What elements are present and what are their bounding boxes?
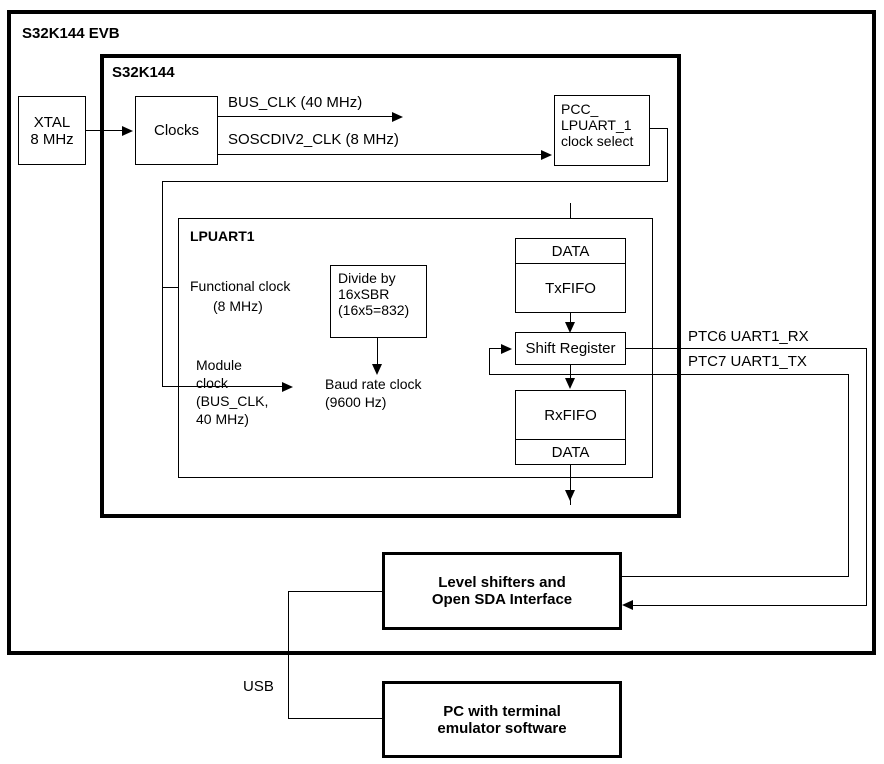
txfifo-to-shift-arrowhead <box>565 322 575 333</box>
bus-clk-label: BUS_CLK (40 MHz) <box>228 94 363 111</box>
pcc-out-vertical-line <box>667 128 668 181</box>
bus-clk-arrowhead <box>392 112 403 122</box>
pcc-to-data-vertical <box>570 203 571 231</box>
module-clock-label-line3: (BUS_CLK, <box>196 393 269 409</box>
levelshifter-to-rx-horizontal <box>622 576 849 577</box>
rx-data-out-arrowhead <box>565 490 575 501</box>
xtal-label-line2: 8 MHz <box>30 130 74 148</box>
shift-to-rxfifo-arrowhead <box>565 378 575 389</box>
shift-to-rxfifo-vertical <box>570 365 571 381</box>
divide-label-line2: 16xSBR <box>338 286 390 302</box>
s32k144-title: S32K144 <box>112 64 175 81</box>
functional-clock-label-line2: (8 MHz) <box>213 298 263 314</box>
txfifo-label: TxFIFO <box>545 279 596 297</box>
usb-label: USB <box>243 678 274 695</box>
baud-rate-clock-label-line2: (9600 Hz) <box>325 394 387 410</box>
soscdiv2-clk-label: SOSCDIV2_CLK (8 MHz) <box>228 131 399 148</box>
pcc-out-return-line <box>162 181 668 182</box>
xtal-label-line1: XTAL <box>33 113 71 131</box>
data-tx-label: DATA <box>551 242 590 260</box>
txfifo-to-shift-vertical <box>570 313 571 325</box>
rx-data-out-vertical <box>570 465 571 505</box>
data-rx-box: DATA <box>515 439 626 465</box>
xtal-to-clocks-arrowhead <box>122 126 133 136</box>
usb-bottom-horizontal <box>288 718 383 719</box>
module-clock-label-line1: Module <box>196 357 242 373</box>
rxfifo-label: RxFIFO <box>544 406 597 424</box>
divide-to-baud-arrowhead <box>372 364 382 375</box>
pcc-label-line2: LPUART_1 <box>561 117 632 133</box>
usb-vertical <box>288 591 289 718</box>
bus-clk-line <box>218 116 395 117</box>
pcc-return-down-to-functional <box>162 181 163 287</box>
divide-label-line3: (16x5=832) <box>338 302 410 318</box>
rx-feedback-into-shift <box>489 348 503 349</box>
tx-right-vertical-drop <box>866 348 867 605</box>
shift-register-label: Shift Register <box>525 340 616 357</box>
divide-to-baud-vertical <box>377 338 378 367</box>
level-shifters-box: Level shifters and Open SDA Interface <box>382 552 622 630</box>
module-clock-label-line2: clock <box>196 375 228 391</box>
divide-label-line1: Divide by <box>338 270 396 286</box>
divide-by-16xsbr-box: Divide by 16xSBR (16x5=832) <box>330 265 427 338</box>
xtal-to-clocks-line <box>86 130 124 131</box>
pcc-lpuart1-clock-select-box: PCC_ LPUART_1 clock select <box>554 95 650 166</box>
clocks-box: Clocks <box>135 96 218 165</box>
shift-register-box: Shift Register <box>515 332 626 365</box>
pc-terminal-box: PC with terminal emulator software <box>382 681 622 758</box>
soscdiv2-clk-line <box>218 154 542 155</box>
pc-label-line1: PC with terminal <box>443 702 561 720</box>
pcc-out-top-line <box>650 128 668 129</box>
module-clock-line <box>162 386 284 387</box>
ptc7-uart1-tx-label: PTC7 UART1_TX <box>688 353 807 370</box>
tx-to-levelshifter-horizontal <box>626 605 867 606</box>
lpuart1-title: LPUART1 <box>190 228 255 244</box>
rx-feedback-arrowhead <box>501 344 512 354</box>
functional-clock-label-line1: Functional clock <box>190 278 291 294</box>
ptc6-uart1-rx-label: PTC6 UART1_RX <box>688 328 809 345</box>
module-clock-arrowhead <box>282 382 293 392</box>
module-clock-label-line4: 40 MHz) <box>196 411 249 427</box>
soscdiv2-clk-arrowhead <box>541 150 552 160</box>
tx-to-levelshifter-arrowhead <box>622 600 633 610</box>
rx-feedback-vertical-left <box>489 348 490 375</box>
rxfifo-box: RxFIFO <box>515 390 626 440</box>
txfifo-box: TxFIFO <box>515 263 626 313</box>
level-shifters-label-line2: Open SDA Interface <box>431 591 573 608</box>
data-rx-label: DATA <box>551 443 590 461</box>
level-shifters-label-line1: Level shifters and <box>438 574 566 591</box>
pcc-label-line1: PCC_ <box>561 101 599 117</box>
baud-rate-clock-label-line1: Baud rate clock <box>325 376 422 392</box>
clocks-label: Clocks <box>153 122 199 139</box>
xtal-box: XTAL 8 MHz <box>18 96 86 165</box>
pcc-label-line3: clock select <box>561 133 634 149</box>
module-clock-vertical <box>162 287 163 386</box>
rx-right-vertical-drop <box>848 374 849 576</box>
rx-feedback-horizontal <box>489 374 848 375</box>
pc-label-line2: emulator software <box>437 719 567 737</box>
usb-top-horizontal <box>288 591 383 592</box>
evb-title: S32K144 EVB <box>22 25 120 42</box>
tx-out-horizontal <box>626 348 866 349</box>
data-tx-box: DATA <box>515 238 626 264</box>
